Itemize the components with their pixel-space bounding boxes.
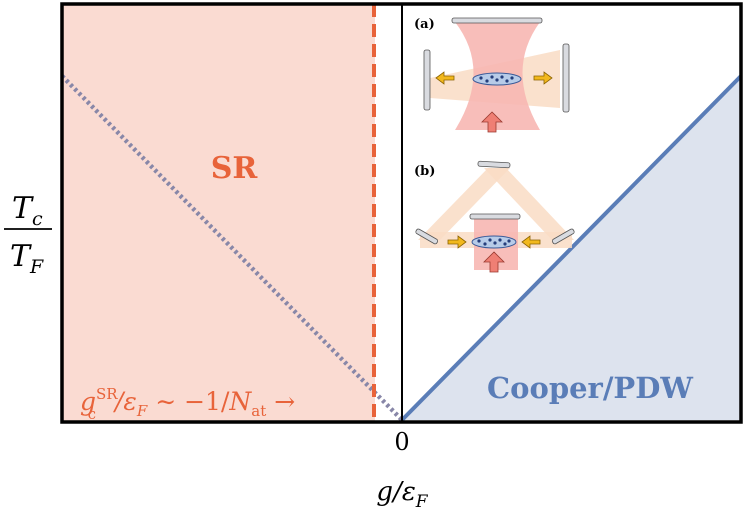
inset-a-top-mirror (451, 17, 543, 24)
crit-g-sup: SR (96, 385, 118, 403)
inset-b-pump-arrow-icon (483, 251, 505, 273)
inset-a-arrow-right-icon (533, 71, 553, 85)
y-label-denominator: TF (10, 239, 44, 278)
inset-b-top-mirror (477, 160, 511, 169)
sr-dotted-line (60, 74, 404, 422)
inset-b-pump-mirror (469, 213, 521, 220)
crit-rel: ∼ −1/ (147, 387, 230, 416)
crit-g-sub: c (88, 405, 96, 423)
inset-b-right-mirror (551, 228, 575, 245)
inset-b-arrow-left-icon (521, 235, 541, 249)
y-label-numerator: Tc (12, 191, 43, 230)
crit-g: g (80, 387, 96, 416)
inset-a-label: (a) (414, 17, 435, 32)
inset-b-ring-cavity-sketch (415, 160, 575, 273)
y-den-main: T (10, 239, 32, 274)
x-axis-label: g/εF (376, 477, 428, 512)
x-tick-zero: 0 (394, 428, 409, 456)
sr-region (62, 4, 375, 422)
sr-region-label: SR (211, 151, 259, 186)
crit-n-sub: at (251, 402, 266, 420)
inset-b-arrow-right-icon (447, 235, 467, 249)
inset-a-arrow-left-icon (435, 71, 455, 85)
y-den-sub: F (29, 256, 44, 278)
crit-mid-sub: F (136, 402, 148, 420)
crit-arrow: → (266, 387, 295, 416)
y-num-sub: c (32, 208, 43, 230)
crit-n: N (228, 387, 252, 416)
plot-frame (60, 2, 743, 424)
inset-b-label: (b) (414, 164, 435, 179)
inset-a-pump-arrow-icon (481, 111, 503, 133)
inset-b-beam-right (484, 168, 574, 240)
inset-b-left-mirror (415, 228, 439, 245)
cooper-region-label: Cooper/PDW (487, 371, 693, 405)
x-label-sub: F (415, 492, 429, 512)
inset-a-atoms (479, 75, 514, 83)
y-num-main: T (12, 191, 34, 226)
inset-a-right-mirror (562, 43, 570, 113)
crit-mid: /ε (113, 387, 137, 416)
inset-a-left-mirror (423, 49, 431, 111)
x-label-main: g/ε (376, 477, 415, 507)
inset-b-atoms (477, 238, 511, 246)
y-axis-label: Tc TF (4, 191, 52, 278)
inset-b-beam-left (418, 168, 510, 240)
inset-a-cavity-sketch (423, 17, 570, 133)
